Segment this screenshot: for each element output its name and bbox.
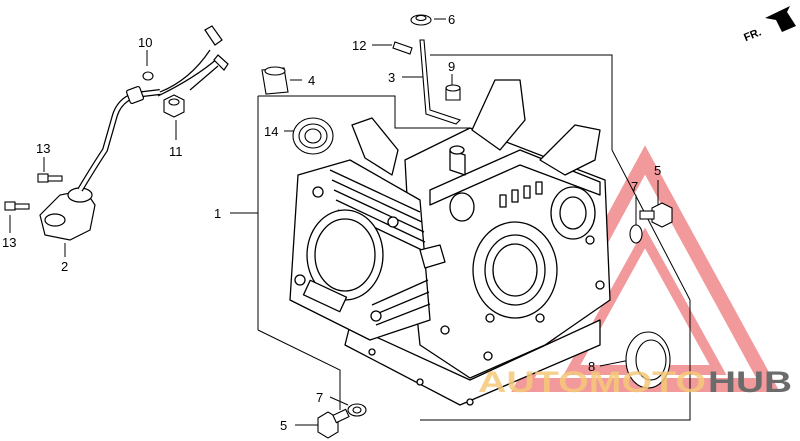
callout-8: 8: [588, 359, 595, 374]
part-13-bolt-upper: [37, 173, 63, 183]
part-7-washer-right: [629, 224, 643, 244]
callout-12: 12: [352, 38, 366, 53]
watermark-text-automoto: AUTOMOTO: [478, 366, 706, 399]
callout-7-right: 7: [631, 179, 638, 194]
callout-14: 14: [264, 124, 278, 139]
part-3-tube: [419, 39, 462, 125]
part-5-bolt-bottom: [317, 408, 350, 439]
callouts: 1 2 3 4 5 5 6 7 7 8 9 10 11 12 13 13 14: [2, 12, 661, 433]
part-10-washer: [142, 71, 154, 81]
callout-13-upper: 13: [36, 141, 50, 156]
callout-9: 9: [448, 59, 455, 74]
part-5-bolt-right: [639, 202, 673, 228]
callout-10: 10: [138, 35, 152, 50]
cylinder-block: [289, 79, 611, 406]
callout-1: 1: [214, 206, 221, 221]
part-12-clip: [392, 41, 413, 55]
oil-level-switch: [39, 25, 229, 241]
watermark-text-hub: HUB: [708, 366, 792, 399]
part-13-bolt-lower: [4, 201, 30, 211]
bracket-lines: [9, 18, 691, 426]
callout-7-bottom: 7: [316, 390, 323, 405]
callout-3: 3: [388, 70, 395, 85]
callout-5-right: 5: [654, 163, 661, 178]
watermark-logo: AUTOMOTO HUB: [478, 366, 792, 399]
callout-5-bottom: 5: [280, 418, 287, 433]
callout-6: 6: [448, 12, 455, 27]
callout-13-lower: 13: [2, 235, 16, 250]
part-11-nut: [163, 94, 185, 118]
front-direction-arrow: FR.: [742, 6, 796, 44]
front-direction-label: FR.: [742, 26, 763, 44]
callout-11: 11: [169, 144, 183, 159]
small-parts: [4, 14, 673, 439]
callout-2: 2: [61, 259, 68, 274]
callout-4: 4: [308, 73, 315, 88]
